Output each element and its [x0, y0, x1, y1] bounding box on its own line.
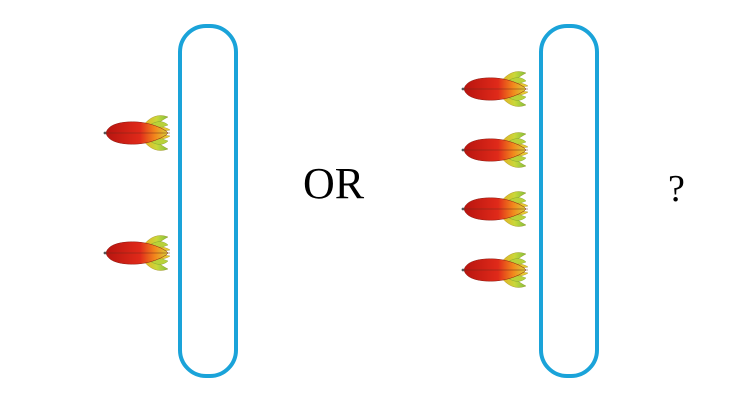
right-beam-3: [461, 191, 529, 227]
right-panel: [461, 24, 599, 378]
right-beam-1: [461, 71, 529, 107]
left-lens-outline: [178, 24, 238, 378]
left-panel: [103, 24, 238, 378]
question-mark-text: ?: [668, 168, 685, 210]
or-connector-text: OR: [303, 159, 365, 208]
left-beam-2: [103, 235, 171, 271]
right-lens-outline: [539, 24, 599, 378]
left-beam-1: [103, 115, 171, 151]
right-beam-4: [461, 252, 529, 288]
right-beam-2: [461, 132, 529, 168]
